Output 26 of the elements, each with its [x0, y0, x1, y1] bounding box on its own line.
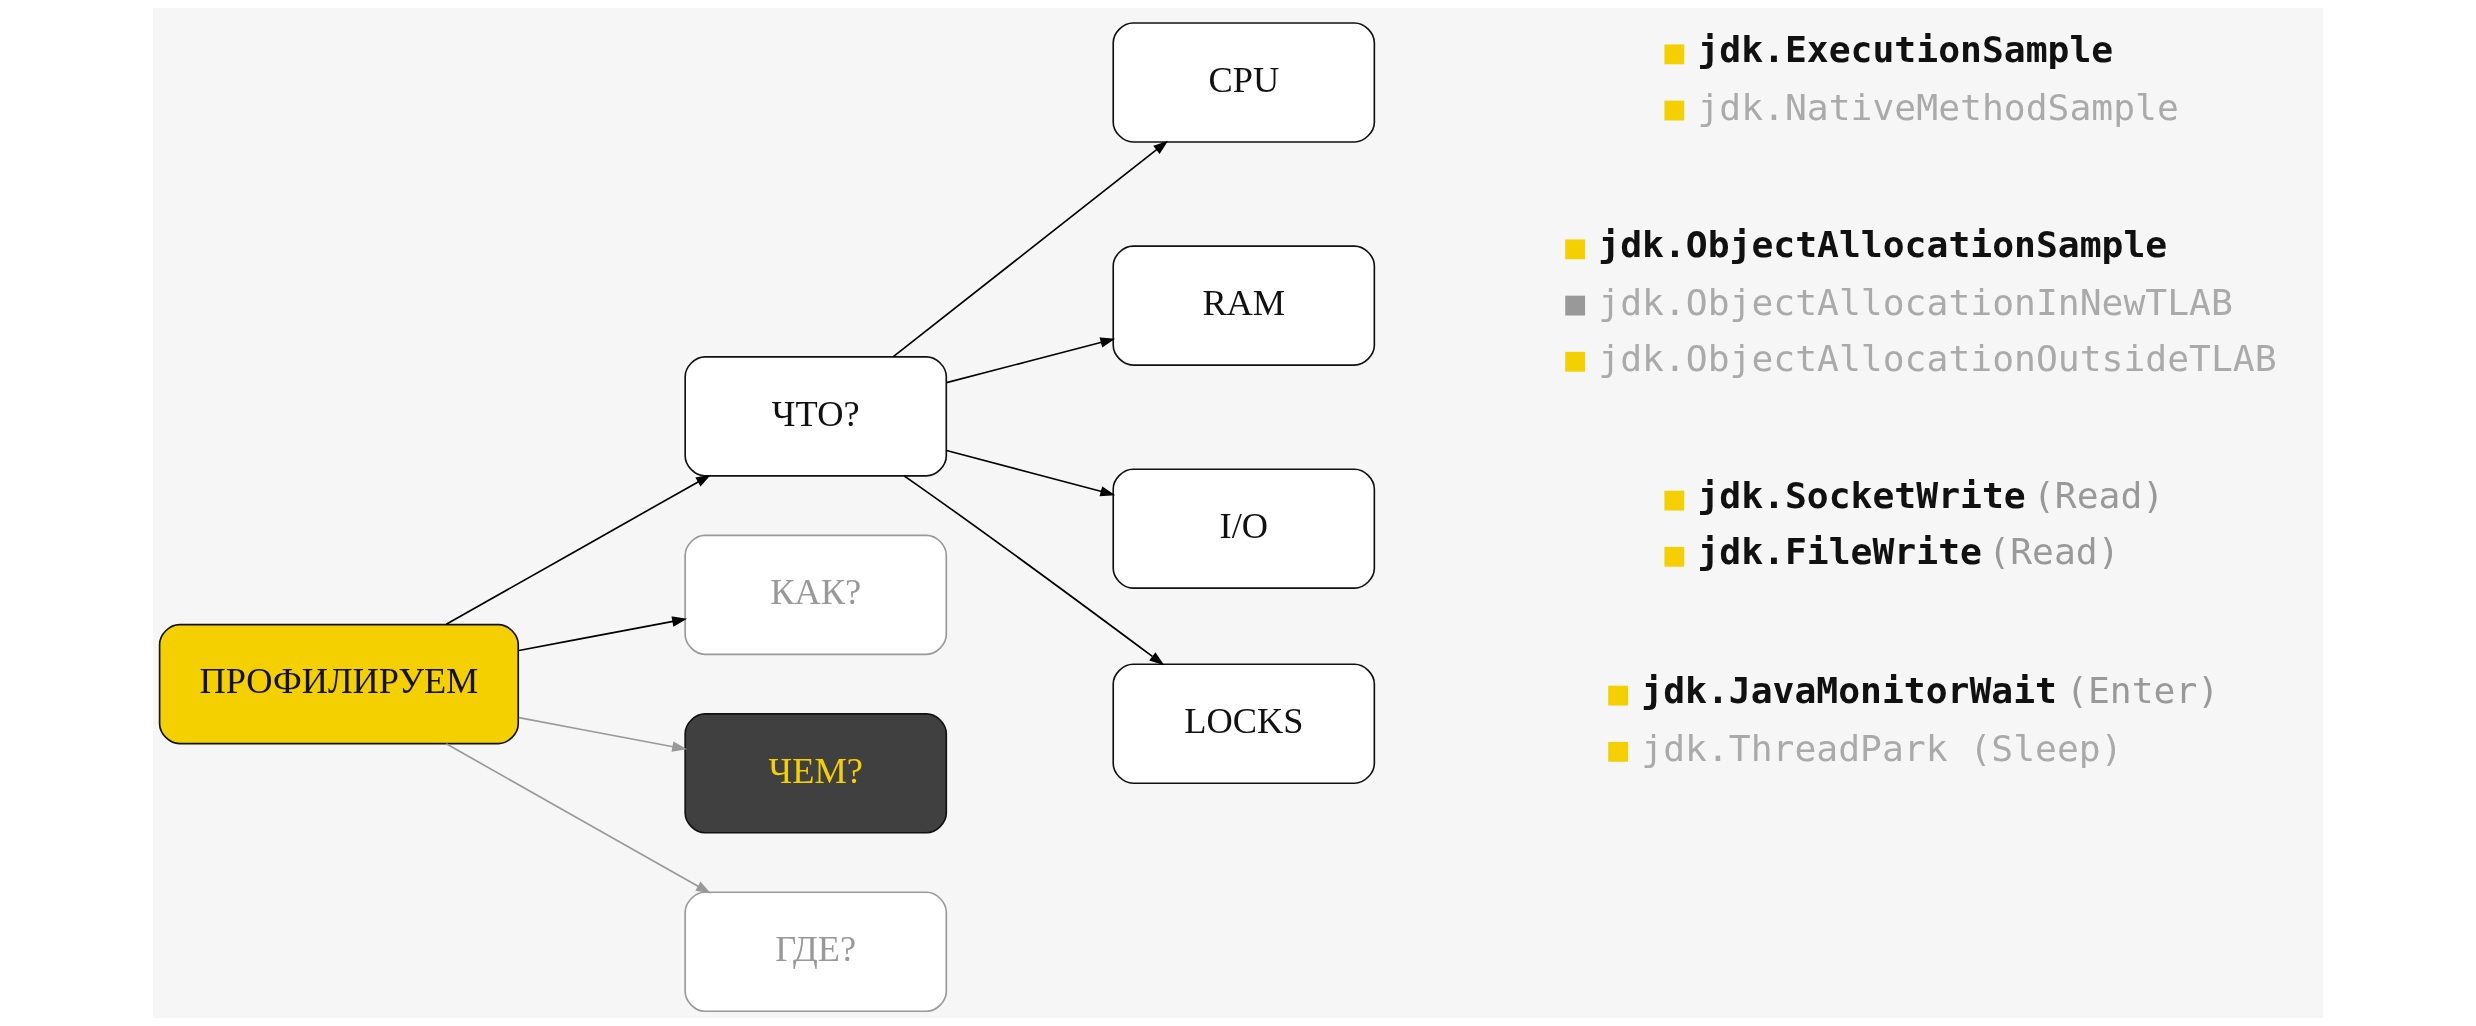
node-box: КАК?	[684, 534, 948, 656]
node-label: jdk.NativeMethodSample	[1697, 85, 2179, 129]
node-label: jdk.ExecutionSample	[1697, 27, 2114, 71]
arrow	[903, 475, 1165, 666]
node-box: ПРОФИЛИРУЕМ	[158, 623, 520, 745]
node-label: jdk.SocketWrite (Read)	[1697, 474, 2165, 518]
node-box: ЧТО?	[684, 356, 948, 477]
arrow	[518, 616, 688, 652]
node-label: jdk.FileWrite (Read)	[1697, 530, 2120, 574]
arrow	[445, 742, 711, 894]
node-label: jdk.ThreadPark (Sleep)	[1641, 727, 2123, 771]
node-box: CPU	[1112, 22, 1376, 143]
arrow	[945, 337, 1116, 384]
arrow	[892, 140, 1169, 358]
node-box: LOCKS	[1112, 663, 1376, 785]
arrow	[445, 474, 711, 626]
arrow	[945, 449, 1116, 497]
node-label: jdk.ObjectAllocationSample	[1598, 223, 2168, 266]
node-box: ГДЕ?	[684, 891, 948, 1013]
node-label: jdk.JavaMonitorWait (Enter)	[1641, 669, 2220, 713]
node-label: jdk.ObjectAllocationOutsideTLAB	[1598, 337, 2277, 381]
arrow	[518, 716, 688, 752]
node-box: ЧЕМ?	[684, 712, 948, 834]
node-label: jdk.ObjectAllocationInNewTLAB	[1598, 280, 2233, 324]
node-box: I/O	[1112, 468, 1376, 590]
node-box: RAM	[1112, 245, 1376, 366]
